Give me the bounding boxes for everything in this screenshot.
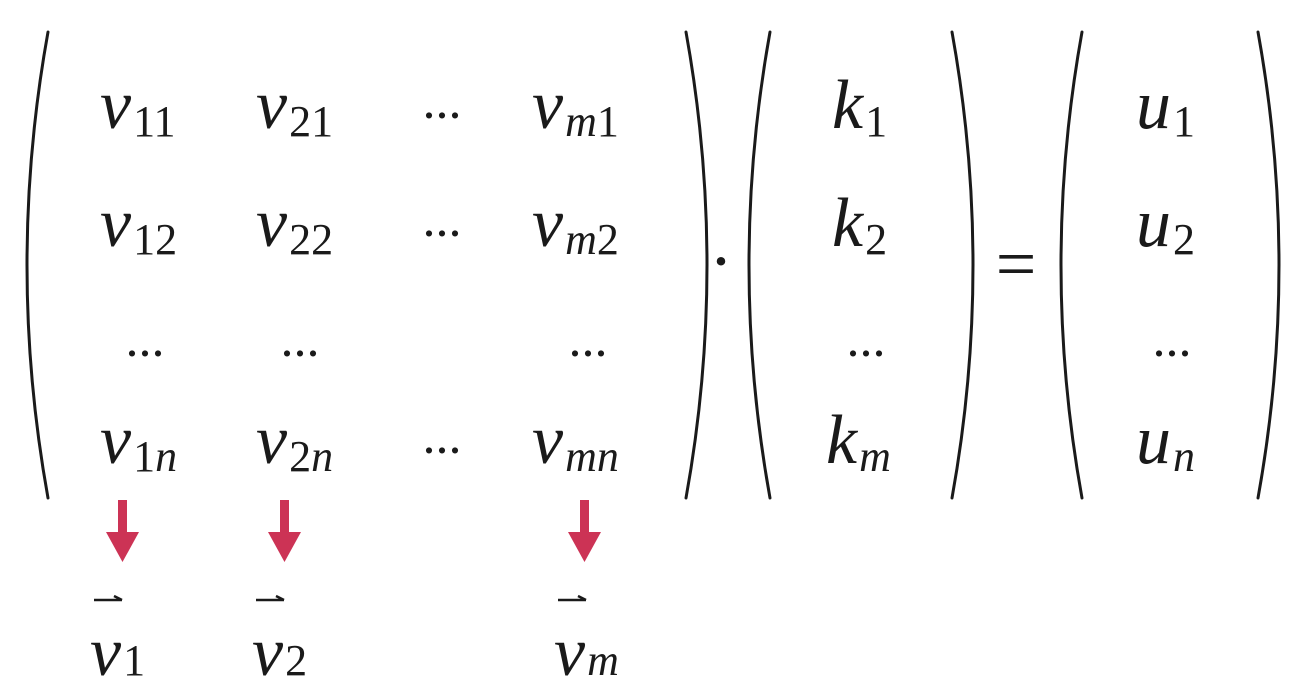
down-arrow-icon	[568, 500, 601, 562]
matrix-right-paren	[684, 30, 709, 500]
equals-sign: =	[996, 224, 1037, 304]
k-vector-entry: km	[826, 402, 891, 481]
vector-arrow-icon	[558, 594, 587, 602]
matrix-entry: vm2	[532, 185, 619, 264]
column-vector-2: v2	[252, 594, 307, 691]
vector-arrow-icon	[94, 594, 123, 602]
matrix-ellipsis: ...	[423, 191, 462, 248]
dot-operator: ·	[709, 221, 733, 301]
u-vector-ellipsis: ...	[1153, 311, 1192, 368]
k-vector-ellipsis: ...	[847, 311, 886, 368]
k-vector-entry: k2	[832, 185, 887, 264]
svg-text:v1: v1	[90, 614, 145, 691]
k-vector-left-paren	[747, 30, 772, 500]
matrix-entry: v22	[256, 185, 333, 264]
matrix-ellipsis: ...	[281, 311, 320, 368]
u-vector-entry: u2	[1136, 185, 1195, 264]
matrix-ellipsis: ...	[126, 311, 165, 368]
matrix-entry: v21	[256, 67, 333, 146]
k-vector-right-paren	[950, 30, 975, 500]
matrix-ellipsis: ...	[569, 311, 608, 368]
matrix-ellipsis: ...	[423, 73, 462, 130]
vector-arrow-icon	[256, 594, 285, 602]
down-arrow-icon	[106, 500, 139, 562]
matrix-ellipsis: ...	[423, 408, 462, 465]
down-arrow-icon	[268, 500, 301, 562]
u-vector-left-paren	[1059, 30, 1084, 500]
column-vector-1: v1	[90, 594, 145, 691]
matrix-entry: v11	[100, 67, 175, 146]
u-vector-entry: u1	[1136, 67, 1195, 146]
k-vector-entry: k1	[832, 67, 887, 146]
matrix-entry: v2n	[256, 402, 333, 481]
column-vector-m: vm	[554, 594, 619, 691]
svg-text:v2: v2	[252, 614, 307, 691]
matrix-entry: v1n	[100, 402, 177, 481]
matrix-entry: v12	[100, 185, 177, 264]
svg-text:vm: vm	[554, 614, 619, 691]
matrix-entry: vmn	[532, 402, 619, 481]
matrix-left-paren	[25, 30, 50, 500]
u-vector-entry: un	[1136, 402, 1195, 481]
matrix-entry: vm1	[532, 67, 619, 146]
u-vector-right-paren	[1256, 30, 1281, 500]
